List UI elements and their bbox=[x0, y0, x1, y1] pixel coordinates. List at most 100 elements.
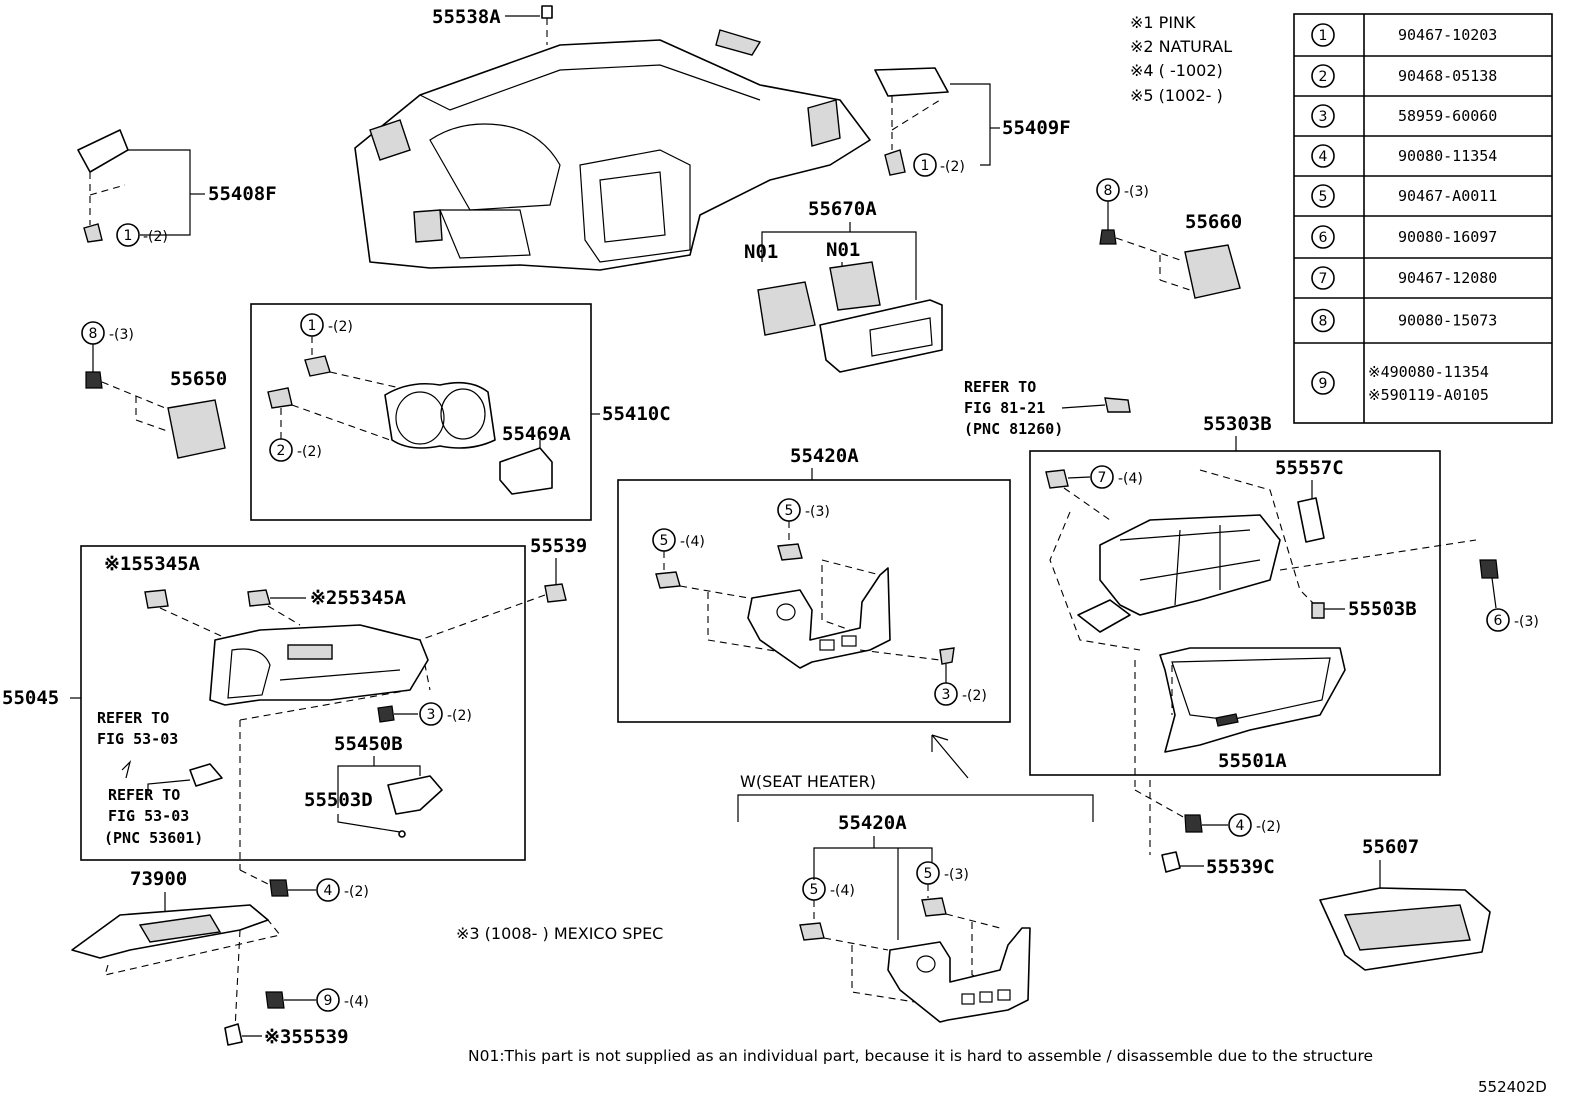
label-55345A-2: ※255345A bbox=[310, 587, 407, 609]
part-55450B-drawing bbox=[387, 775, 443, 815]
note-4: ※4 ( -1002) bbox=[1130, 61, 1223, 80]
table-row-part-number: 90467-10203 bbox=[1398, 26, 1497, 44]
table-row-part-number: 90080-15073 bbox=[1398, 312, 1497, 330]
table-row-number: 1 bbox=[1319, 28, 1328, 44]
table-row-part-number: 90467-12080 bbox=[1398, 269, 1497, 287]
label-55660: 55660 bbox=[1185, 211, 1242, 233]
label-55345A-1: ※155345A bbox=[104, 553, 201, 575]
svg-text:-(2): -(2) bbox=[940, 159, 965, 175]
note-natural: ※2 NATURAL bbox=[1130, 37, 1232, 56]
part-55557C-drawing bbox=[1297, 497, 1325, 543]
table-row-number: 2 bbox=[1319, 69, 1328, 85]
label-55409F: 55409F bbox=[1002, 117, 1071, 139]
label-55650: 55650 bbox=[170, 368, 227, 390]
label-55607: 55607 bbox=[1362, 836, 1419, 858]
part-55650-drawing bbox=[85, 371, 226, 459]
callout-seatheater-5a: 5 -(4) bbox=[802, 877, 855, 901]
refer-53b-line1: REFER TO bbox=[108, 786, 180, 804]
svg-text:8: 8 bbox=[89, 326, 98, 342]
svg-text:5: 5 bbox=[924, 866, 933, 882]
label-55410C: 55410C bbox=[602, 403, 671, 425]
svg-text:-(4): -(4) bbox=[1118, 471, 1143, 487]
label-55539C: 55539C bbox=[1206, 856, 1275, 878]
svg-text:7: 7 bbox=[1098, 470, 1107, 486]
table-row-number-circle bbox=[1311, 266, 1335, 290]
label-55450B: 55450B bbox=[334, 733, 403, 755]
part-55408F-drawing bbox=[77, 129, 129, 243]
svg-text:3: 3 bbox=[427, 707, 436, 723]
seat-heater-title: W(SEAT HEATER) bbox=[740, 772, 876, 791]
direction-arrow bbox=[931, 734, 969, 779]
group-box-55045 bbox=[80, 545, 526, 861]
glove-compartment-drawing bbox=[1045, 469, 1477, 753]
label-55557C: 55557C bbox=[1275, 457, 1344, 479]
callout-55410C-2: 2 -(2) bbox=[269, 438, 322, 462]
callout-seatheater-5b: 5 -(3) bbox=[916, 861, 969, 885]
diagram-id: 552402D bbox=[1478, 1078, 1547, 1096]
refer-81-line3: (PNC 81260) bbox=[964, 420, 1063, 438]
svg-text:-(3): -(3) bbox=[1124, 184, 1149, 200]
svg-text:-(3): -(3) bbox=[1514, 614, 1539, 630]
table-row-part-number: 58959-60060 bbox=[1398, 107, 1497, 125]
label-55539-3: ※355539 bbox=[264, 1026, 349, 1048]
svg-text:-(2): -(2) bbox=[143, 229, 168, 245]
label-55503B: 55503B bbox=[1348, 598, 1417, 620]
part-53601-drawing bbox=[189, 763, 223, 787]
table-row-number-circle bbox=[1311, 308, 1335, 333]
group-box-55303B bbox=[1029, 450, 1441, 776]
refer-53a-line1: REFER TO bbox=[97, 709, 169, 727]
label-55045: 55045 bbox=[2, 687, 59, 709]
connector-81260 bbox=[1104, 397, 1131, 413]
note-5: ※5 (1002- ) bbox=[1130, 86, 1223, 105]
clip-55538A bbox=[541, 5, 553, 19]
svg-text:-(2): -(2) bbox=[1256, 819, 1281, 835]
label-55538A: 55538A bbox=[432, 6, 501, 28]
table-row-part-number: 90468-05138 bbox=[1398, 67, 1497, 85]
table-row-part-number-alt: ※590119-A0105 bbox=[1368, 386, 1489, 404]
svg-text:9: 9 bbox=[324, 993, 333, 1009]
callout-55420A-3: 3 -(2) bbox=[934, 682, 987, 706]
refer-53b-line2: FIG 53-03 bbox=[108, 807, 189, 825]
svg-text:1: 1 bbox=[308, 318, 317, 334]
callout-4-left: 4 -(2) bbox=[316, 878, 369, 902]
label-73900: 73900 bbox=[130, 868, 187, 890]
table-row-number-circle bbox=[1311, 225, 1335, 249]
callout-55408F: 1 -(2) bbox=[116, 223, 168, 247]
svg-text:1: 1 bbox=[921, 158, 930, 174]
label-55539: 55539 bbox=[530, 535, 587, 557]
svg-text:8: 8 bbox=[1104, 183, 1113, 199]
clip-53-03 bbox=[121, 760, 132, 779]
label-55420A: 55420A bbox=[790, 445, 859, 467]
label-55408F: 55408F bbox=[208, 183, 277, 205]
vent-55670A-drawing bbox=[757, 261, 943, 373]
table-row-number-circle bbox=[1311, 64, 1335, 88]
table-row-number-circle bbox=[1311, 184, 1335, 208]
svg-text:-(2): -(2) bbox=[447, 708, 472, 724]
svg-text:-(2): -(2) bbox=[344, 884, 369, 900]
table-row-part-number: 90080-11354 bbox=[1398, 147, 1497, 165]
table-row-part-number: 90467-A0011 bbox=[1398, 187, 1497, 205]
callout-55660: 8 -(3) bbox=[1096, 178, 1149, 202]
svg-text:5: 5 bbox=[660, 533, 669, 549]
svg-text:-(3): -(3) bbox=[805, 504, 830, 520]
table-row-number: 9 bbox=[1319, 376, 1328, 392]
callout-55045-3: 3 -(2) bbox=[419, 702, 472, 726]
refer-53b-line3: (PNC 53601) bbox=[104, 829, 203, 847]
callout-55420A-5b: 5 -(3) bbox=[777, 498, 830, 522]
refer-81-line2: FIG 81-21 bbox=[964, 399, 1045, 417]
label-55501A: 55501A bbox=[1218, 750, 1287, 772]
svg-text:5: 5 bbox=[785, 503, 794, 519]
svg-text:-(4): -(4) bbox=[830, 883, 855, 899]
table-row-number: 5 bbox=[1319, 189, 1328, 205]
lower-panel-55045-drawing bbox=[144, 558, 567, 886]
label-n01-a: N01 bbox=[744, 241, 778, 263]
callout-55420A-5a: 5 -(4) bbox=[652, 528, 705, 552]
refer-53a-line2: FIG 53-03 bbox=[97, 730, 178, 748]
group-box-55410C bbox=[250, 303, 592, 521]
table-row-number-circle bbox=[1311, 23, 1335, 47]
table-row-number-circle bbox=[1311, 104, 1335, 128]
svg-text:-(3): -(3) bbox=[944, 867, 969, 883]
label-55469A: 55469A bbox=[502, 423, 571, 445]
svg-text:-(2): -(2) bbox=[962, 688, 987, 704]
